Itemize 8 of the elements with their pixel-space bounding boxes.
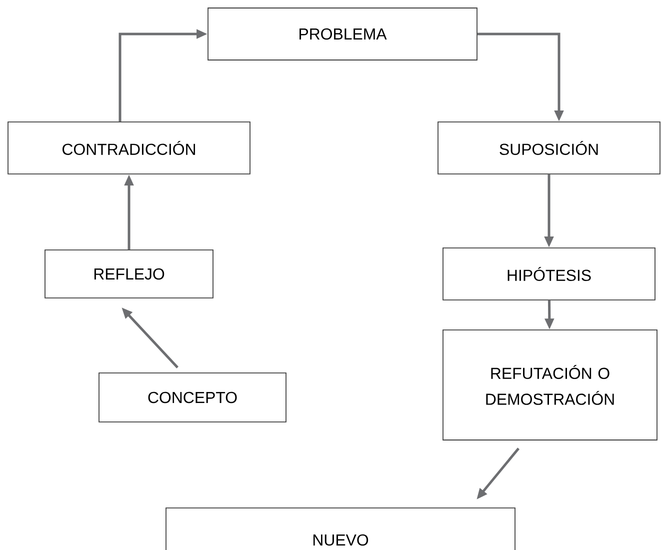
process-box: NUEVO: [166, 508, 516, 550]
process-box: PROBLEMA: [208, 8, 478, 60]
process-box: SUPOSICIÓN: [438, 122, 660, 174]
process-box: HIPÓTESIS: [442, 248, 656, 300]
process-box: REFLEJO: [44, 250, 214, 298]
process-box: REFUTACIÓN O DEMOSTRACIÓN: [442, 330, 658, 440]
process-box: CONTRADICCIÓN: [8, 122, 250, 174]
process-box: CONCEPTO: [98, 372, 286, 422]
